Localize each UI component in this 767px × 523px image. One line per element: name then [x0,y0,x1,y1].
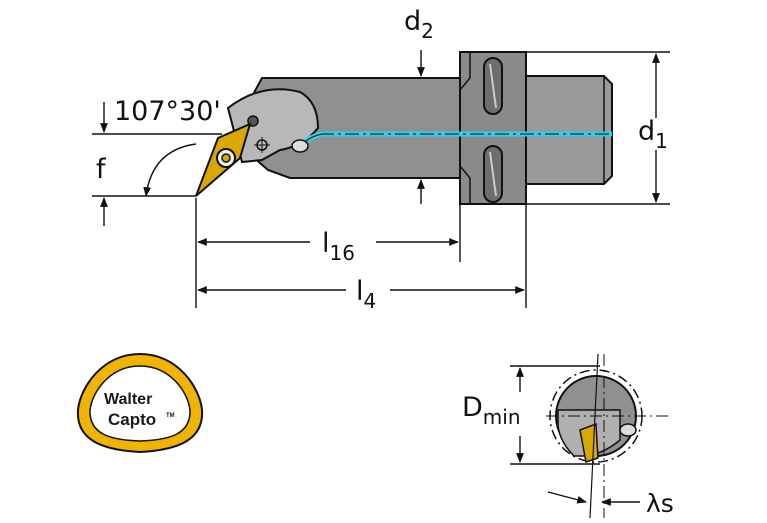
d2-label: d2 [404,6,434,43]
angle-label: 107°30' [114,96,221,127]
end-view-dimensions [510,365,640,506]
screw-center-mark [254,137,270,153]
end-view [546,353,670,519]
l16-label: l16 [322,228,355,265]
dimension-lines [92,50,670,308]
capto-polygon [525,75,613,185]
dmin-label: Dmin [462,392,521,429]
walter-capto-logo: Walter Capto TM [76,352,204,454]
logo-walter-text: Walter [104,391,152,408]
l4-label: l4 [356,276,376,313]
logo-capto-text: Capto [108,410,156,429]
logo-tm-text: TM [166,413,175,419]
lambda-label: λs [646,489,674,518]
boring-bar-side-view [195,51,613,205]
f-label: f [96,154,107,185]
d1-label: d1 [638,116,668,153]
